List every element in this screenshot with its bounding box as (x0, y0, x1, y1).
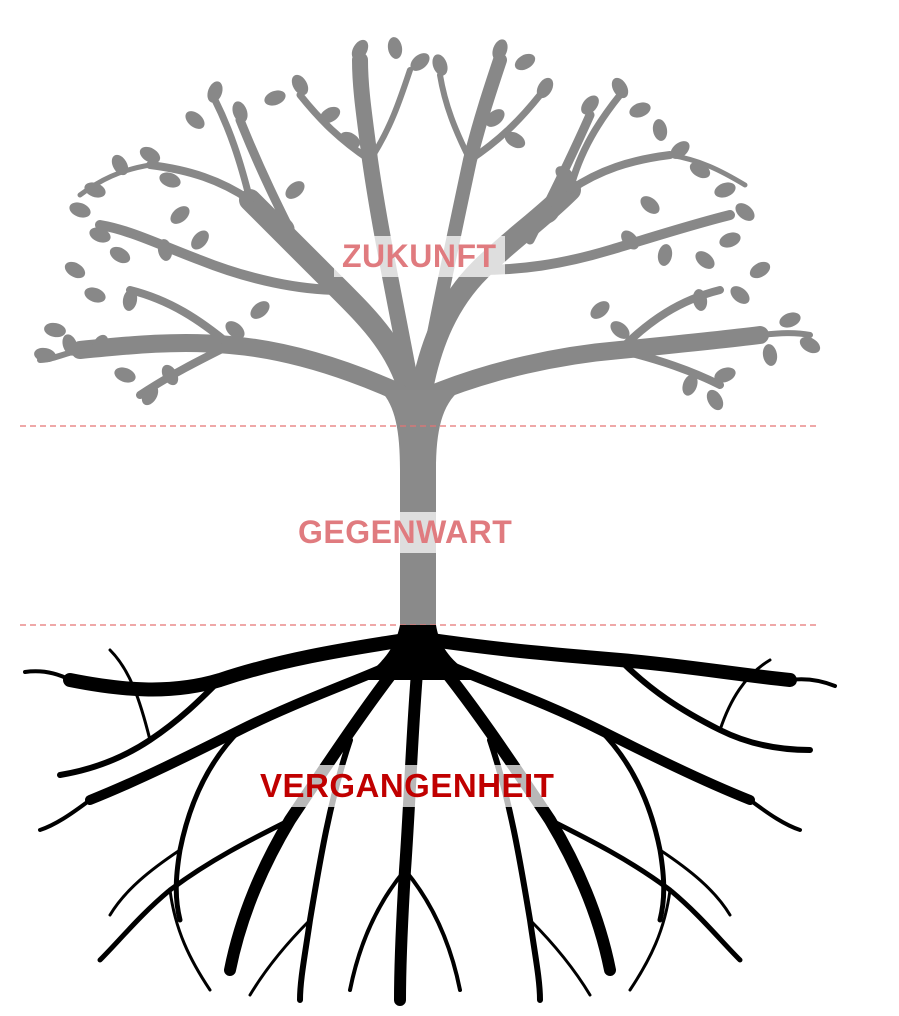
label-past: VERGANGENHEIT (252, 765, 563, 807)
tree-roots-icon (23, 625, 837, 1006)
tree-leaves-icon (34, 37, 821, 411)
tree-crown-icon (37, 52, 813, 411)
tree-trunk-icon (380, 390, 460, 625)
label-present: GEGENWART (290, 512, 521, 553)
label-future: ZUKUNFT (334, 236, 505, 277)
